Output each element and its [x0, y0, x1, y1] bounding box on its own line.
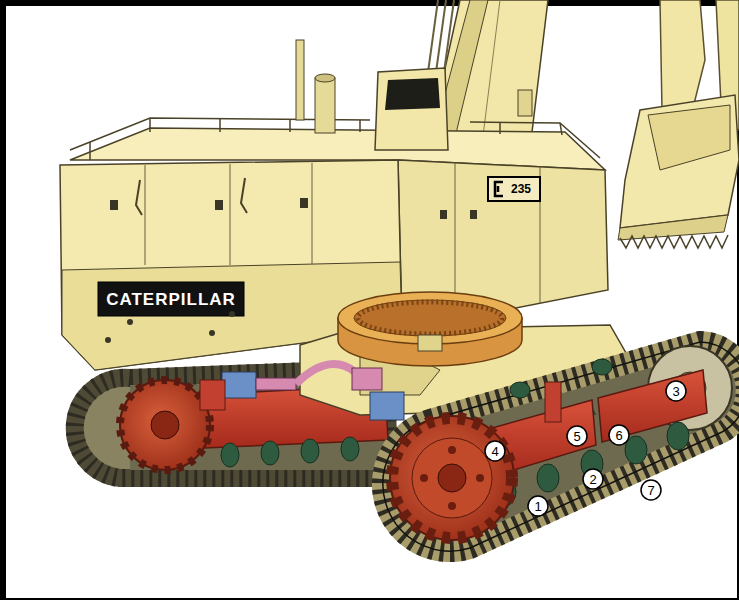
model-badge — [488, 177, 540, 201]
callout-number: 1 — [528, 496, 548, 516]
bucket — [618, 95, 739, 248]
swing-ring — [338, 292, 522, 366]
brand-name: CATERPILLAR — [98, 282, 244, 316]
callout-number: 7 — [641, 480, 661, 500]
name-plate — [98, 282, 244, 316]
frame-left — [0, 0, 6, 600]
callout-number: 6 — [609, 425, 629, 445]
callout-number: 2 — [583, 469, 603, 489]
upper-structure — [60, 40, 608, 370]
callout-circles — [485, 381, 686, 516]
callout-number: 4 — [485, 441, 505, 461]
callout-number: 5 — [567, 426, 587, 446]
cat-logo — [495, 182, 503, 196]
front-track — [383, 342, 739, 551]
callout-number: 3 — [666, 381, 686, 401]
frame-top — [0, 0, 739, 6]
model-number: 235 — [503, 179, 539, 199]
